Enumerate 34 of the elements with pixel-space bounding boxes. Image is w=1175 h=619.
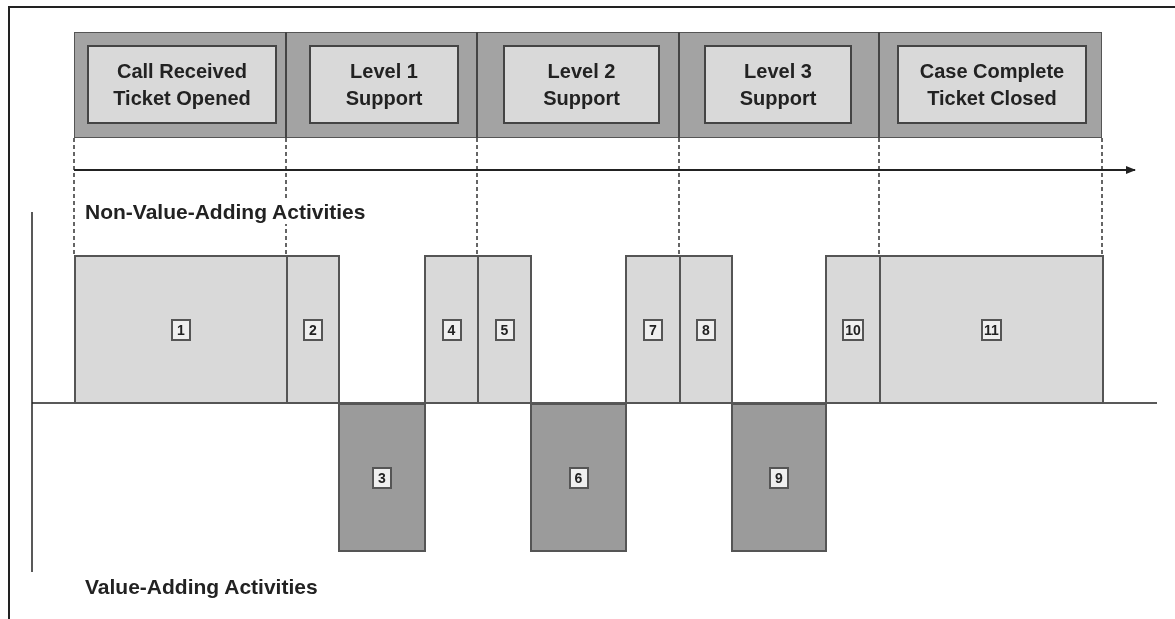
value-adding-bar <box>731 403 827 552</box>
step-number: 11 <box>981 318 1002 341</box>
non-value-adding-bar <box>424 255 479 404</box>
non-value-adding-bar <box>74 255 288 404</box>
stage-box <box>897 45 1087 124</box>
stage-box <box>309 45 459 124</box>
stage-label: Level 3 Support <box>738 58 818 111</box>
step-number: 6 <box>568 466 589 489</box>
step-number: 2 <box>303 318 323 341</box>
value-adding-bar <box>530 403 627 552</box>
step-number: 7 <box>643 318 663 341</box>
non-value-adding-bar <box>825 255 881 404</box>
step-number: 9 <box>769 466 789 489</box>
non-value-adding-bar <box>625 255 681 404</box>
value-adding-bar <box>338 403 426 552</box>
non-value-adding-bar <box>477 255 532 404</box>
stage-label: Call Received Ticket Opened <box>112 58 252 111</box>
non-value-adding-bar <box>679 255 733 404</box>
step-number: 3 <box>372 466 392 489</box>
stage-label: Level 2 Support <box>542 58 621 111</box>
step-number: 4 <box>441 318 462 341</box>
axis-label: Value-Adding Activities <box>85 575 318 599</box>
stage-label: Level 1 Support <box>344 58 424 111</box>
step-number: 10 <box>842 318 864 341</box>
step-number: 8 <box>696 318 716 341</box>
step-number: 5 <box>494 318 515 341</box>
axis-label: Non-Value-Adding Activities <box>85 200 366 224</box>
non-value-adding-bar <box>879 255 1104 404</box>
stage-label: Case Complete Ticket Closed <box>918 58 1066 111</box>
stage-box <box>704 45 852 124</box>
non-value-adding-bar <box>286 255 340 404</box>
stage-box <box>503 45 660 124</box>
step-number: 1 <box>171 318 191 341</box>
stage-box <box>87 45 277 124</box>
